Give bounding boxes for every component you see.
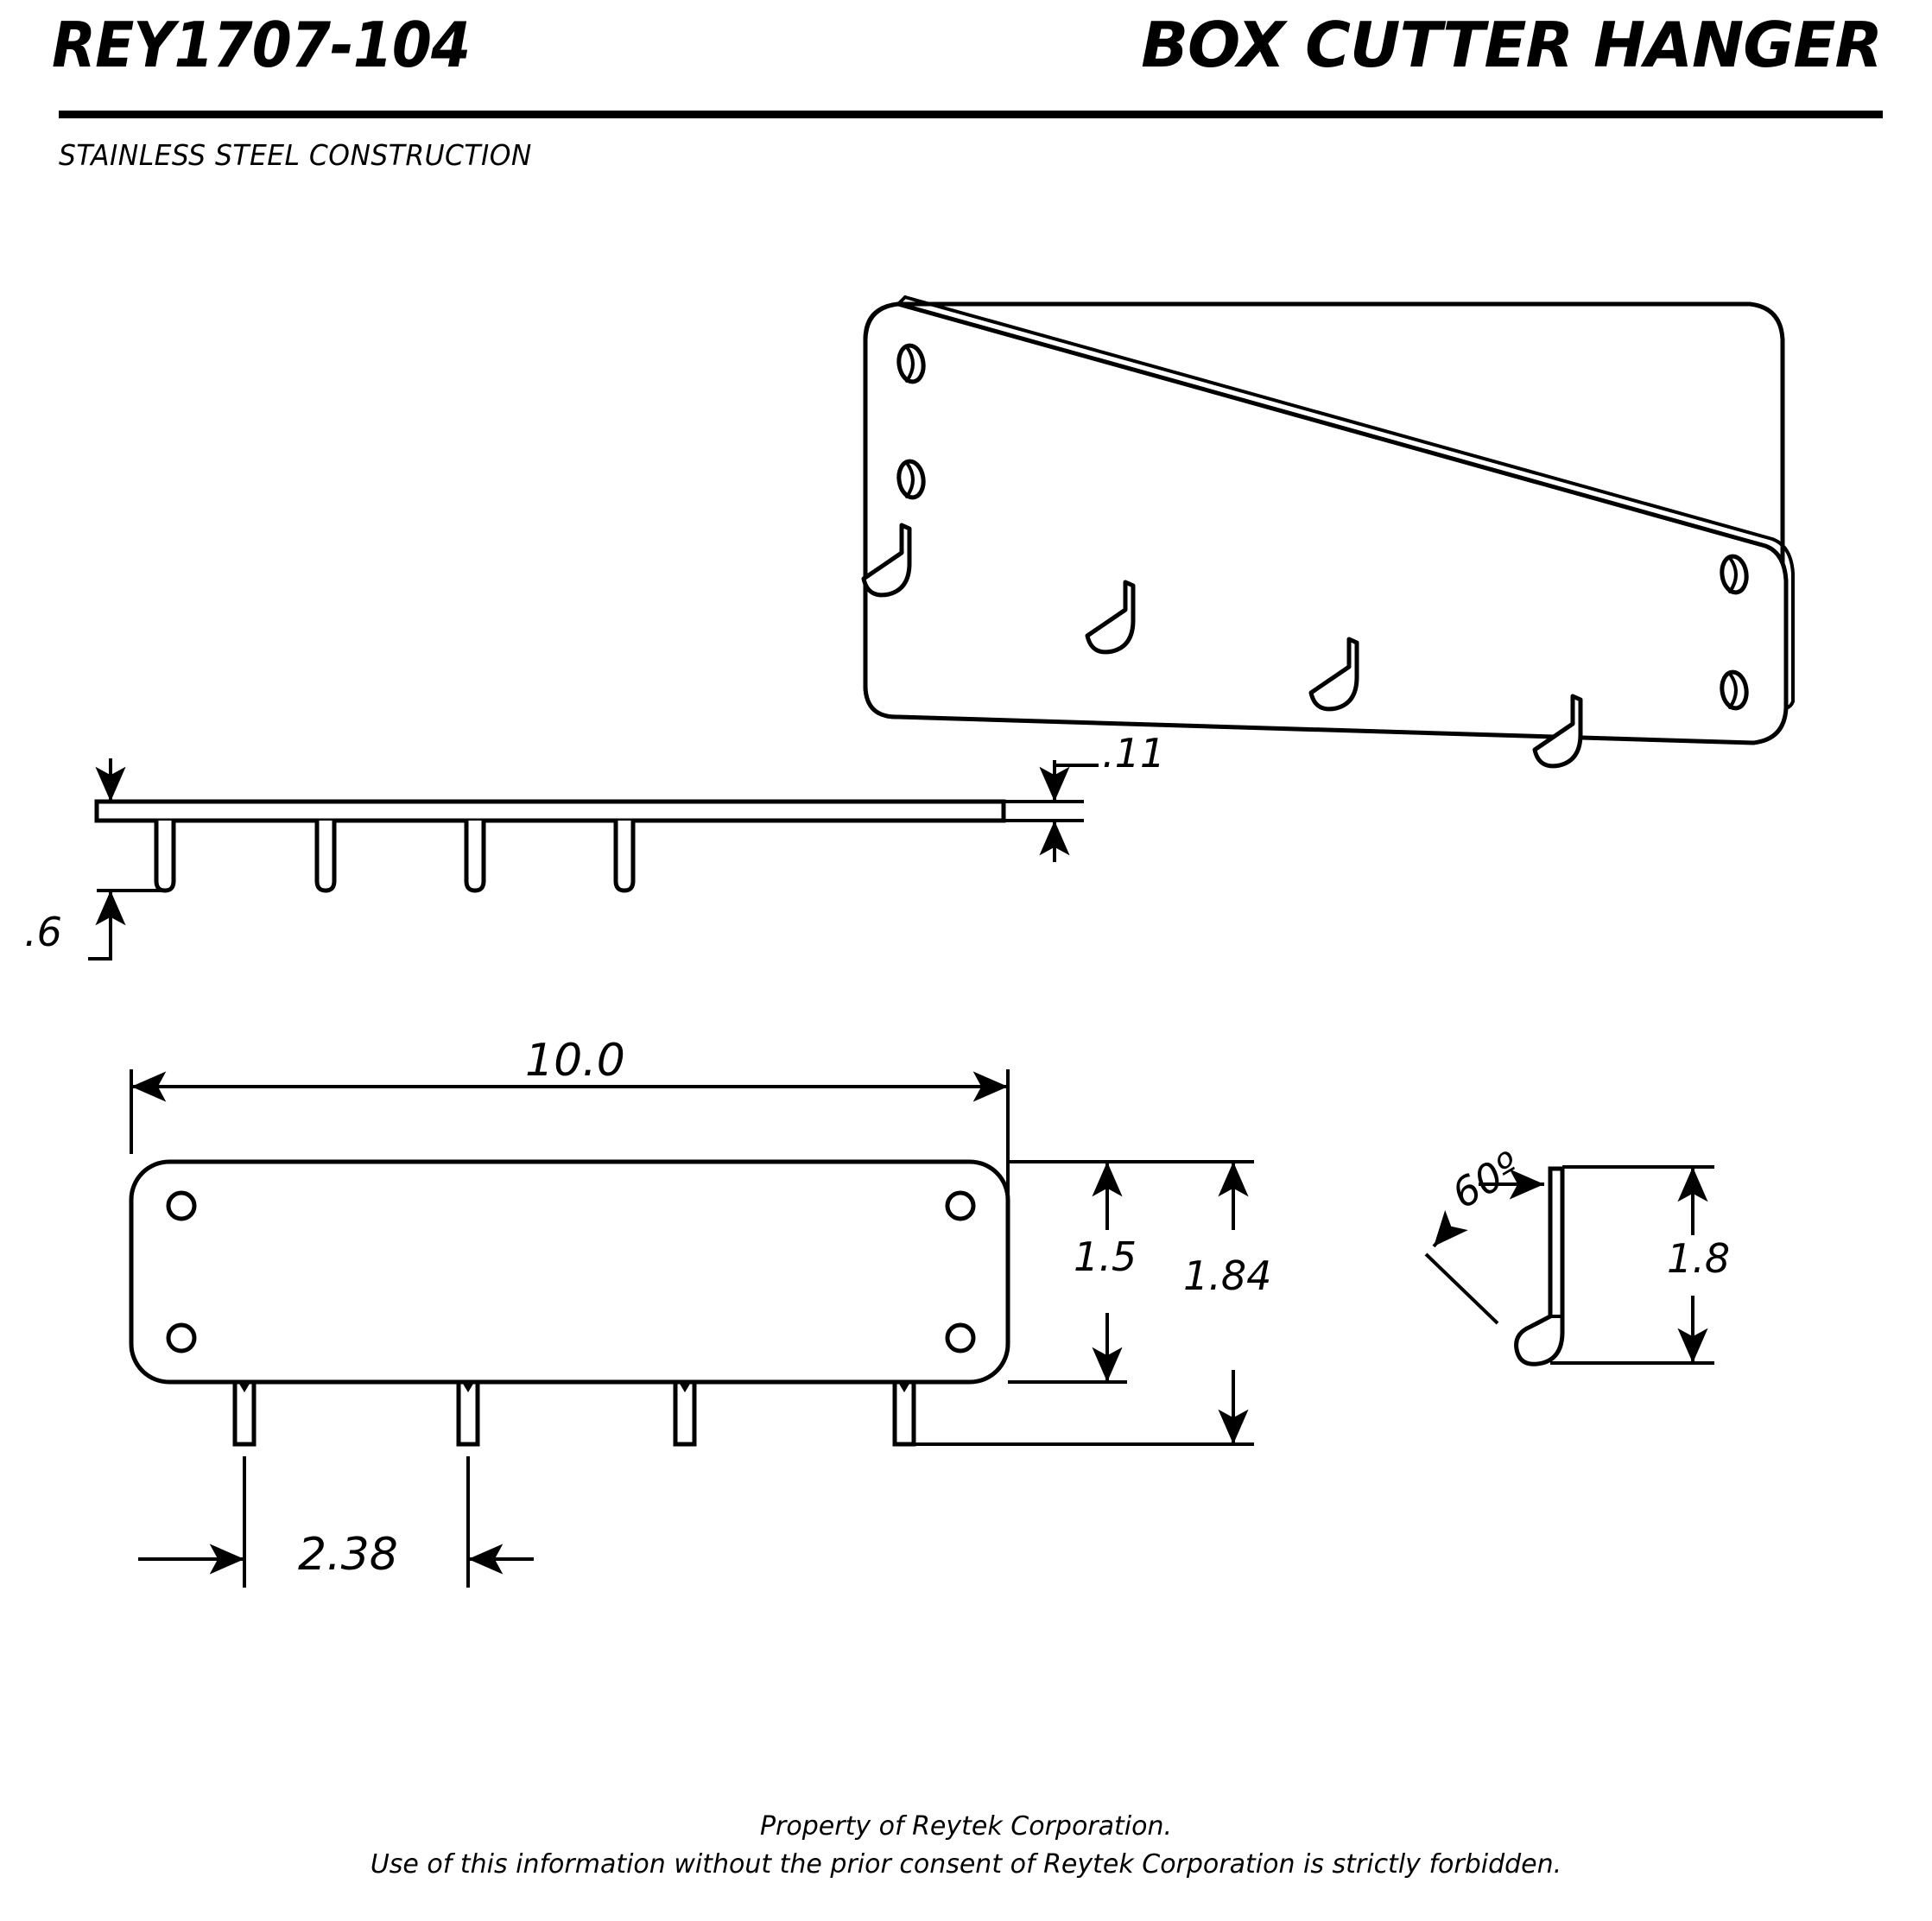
iso-plate-corner-tick-right — [1784, 700, 1795, 710]
dim-label-hook-spacing: 2.38 — [298, 1529, 398, 1581]
dim-label-plate-height: 1.5 — [1074, 1233, 1137, 1280]
part-number-title: REY1707-104 — [52, 9, 471, 81]
front-plate-outline — [129, 1159, 1010, 1385]
dim-label-overall-length: 10.0 — [525, 1035, 625, 1087]
front-mounting-hole-top-left — [166, 1190, 197, 1221]
material-subtitle: STAINLESS STEEL CONSTRUCTION — [59, 138, 532, 172]
footer-line-1: Property of Reytek Corporation. — [759, 1811, 1173, 1842]
front-hook-2 — [456, 1379, 480, 1447]
iso-hook-4 — [1532, 694, 1583, 769]
header-divider-rule — [59, 111, 1883, 118]
dim-label-hook-depth: .6 — [24, 909, 62, 955]
dim-label-overall-height: 1.84 — [1183, 1252, 1272, 1299]
iso-mounting-hole-bottom-right — [1720, 669, 1749, 711]
dim-angle-arrow-inclined — [1432, 1210, 1468, 1248]
footer-line-2: Use of this information without the prio… — [370, 1848, 1562, 1880]
dim-angle-leader-inclined — [1424, 1252, 1499, 1325]
dim-label-thickness: .11 — [1102, 730, 1166, 777]
side-plate-with-hook — [1514, 1166, 1565, 1366]
iso-hook-1 — [861, 523, 912, 598]
front-mounting-hole-top-right — [945, 1190, 976, 1221]
front-hook-1 — [232, 1379, 257, 1447]
footer-notice: Property of Reytek Corporation. Use of t… — [0, 1808, 1932, 1883]
iso-hook-3 — [1308, 637, 1359, 712]
top-hook-3 — [464, 821, 486, 893]
front-hook-4 — [892, 1379, 916, 1447]
top-hook-4 — [613, 821, 636, 893]
front-mounting-hole-bottom-left — [166, 1322, 197, 1354]
page-title: BOX CUTTER HANGER — [1141, 9, 1883, 81]
iso-plate-corner-tick-left — [896, 295, 907, 306]
isometric-view — [861, 295, 1795, 769]
iso-plate-thickness-edge — [903, 295, 1795, 703]
iso-mounting-hole-top-left — [896, 343, 926, 384]
iso-mounting-hole-bottom-left — [896, 459, 926, 500]
front-mounting-hole-bottom-right — [945, 1322, 976, 1354]
iso-mounting-hole-top-right — [1720, 554, 1749, 595]
iso-plate-outline — [863, 301, 1789, 745]
front-view — [129, 1069, 1254, 1588]
side-view — [1424, 1165, 1714, 1366]
dim-label-side-height: 1.8 — [1667, 1235, 1731, 1282]
dim-thickness-leader-shelf — [1053, 764, 1099, 776]
dim-depth-leader-shelf — [88, 935, 112, 960]
top-plate-edge — [94, 799, 1006, 823]
top-view — [88, 758, 1099, 960]
top-hook-2 — [314, 821, 337, 893]
top-hook-1 — [154, 821, 176, 893]
front-hook-3 — [673, 1379, 697, 1447]
iso-hook-2 — [1085, 580, 1136, 655]
